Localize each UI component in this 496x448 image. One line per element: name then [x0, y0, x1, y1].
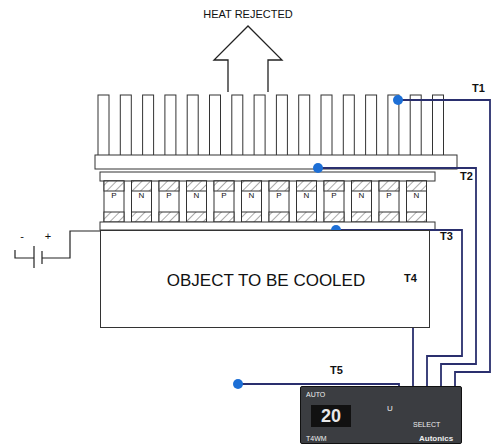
contact-strip	[159, 181, 179, 191]
fin	[343, 95, 354, 156]
pellet	[214, 181, 234, 222]
contact-strip	[324, 212, 344, 222]
fin	[299, 95, 310, 156]
pellet	[379, 181, 399, 222]
contact-strip	[214, 181, 234, 191]
heat-sink-base	[95, 155, 457, 169]
contact-strip	[324, 181, 344, 191]
pellet-letter: N	[249, 192, 255, 200]
contact-strip	[242, 212, 262, 222]
pellet-letter: N	[359, 192, 365, 200]
callout-label: T2	[460, 171, 473, 182]
contact-strip	[269, 181, 289, 191]
heat-label: HEAT REJECTED	[203, 9, 292, 20]
pellet-letter: P	[276, 192, 281, 200]
contact-strip	[379, 181, 399, 191]
contact-strip	[187, 181, 207, 191]
contact-strip	[297, 212, 317, 222]
pellet	[159, 181, 179, 222]
node-text: U	[387, 405, 393, 413]
fin	[232, 95, 243, 156]
fin	[98, 95, 109, 156]
fin	[165, 95, 176, 156]
pellet-letter: N	[194, 192, 200, 200]
heat-sink-fins	[98, 95, 444, 156]
pellet-letter: N	[139, 192, 145, 200]
node-text: T4WM	[306, 435, 327, 442]
pellet	[352, 181, 372, 222]
fin	[276, 95, 287, 156]
pellet	[104, 181, 124, 222]
contact-strip	[104, 212, 124, 222]
pellet	[324, 181, 344, 222]
fin	[120, 95, 131, 156]
heat-arrow	[214, 26, 282, 92]
pellet	[187, 181, 207, 222]
contact-strip	[132, 212, 152, 222]
contact-strip	[407, 181, 427, 191]
contact-strip	[352, 181, 372, 191]
callout-label: T1	[472, 83, 485, 94]
callout-label: T5	[330, 365, 343, 376]
node-text: OBJECT TO BE COOLED	[167, 272, 365, 289]
pellet-letter: N	[304, 192, 310, 200]
battery-symbol	[15, 231, 100, 268]
pn-pellets	[104, 181, 427, 222]
contact-strip	[104, 181, 124, 191]
pellet-letter: N	[414, 192, 420, 200]
object-box: OBJECT TO BE COOLED	[100, 230, 430, 328]
contact-strip	[407, 212, 427, 222]
contact-strip	[297, 181, 317, 191]
contact-strip	[352, 212, 372, 222]
pellet	[132, 181, 152, 222]
fin	[210, 95, 221, 156]
fin	[366, 95, 377, 156]
contact-strip	[269, 212, 289, 222]
node-text: Autonics	[419, 435, 453, 443]
pellet	[242, 181, 262, 222]
node-text: 20	[311, 405, 351, 427]
pellet	[297, 181, 317, 222]
fin	[254, 95, 265, 156]
pellet	[407, 181, 427, 222]
top-plate	[100, 172, 435, 181]
fin	[143, 95, 154, 156]
pellet-letter: P	[221, 192, 226, 200]
controller-box: AUTO 20 U SELECT T4WM Autonics	[300, 386, 462, 444]
node-text: AUTO	[306, 391, 325, 398]
bottom-plate	[100, 222, 435, 230]
pellet-letter: P	[386, 192, 391, 200]
pellet-letter: P	[331, 192, 336, 200]
pellet	[269, 181, 289, 222]
callout-label: +	[45, 231, 51, 242]
contact-strip	[187, 212, 207, 222]
callout-label: T3	[440, 231, 453, 242]
fin	[410, 95, 421, 156]
pellet-letter: P	[166, 192, 171, 200]
node-text: SELECT	[413, 421, 440, 428]
fin	[321, 95, 332, 156]
contact-strip	[132, 181, 152, 191]
pellet-letter: P	[111, 192, 116, 200]
contact-strip	[242, 181, 262, 191]
fin	[187, 95, 198, 156]
contact-strip	[159, 212, 179, 222]
contact-strip	[379, 212, 399, 222]
fin	[433, 95, 444, 156]
callout-label: T4	[404, 273, 417, 284]
callout-label: -	[20, 231, 24, 242]
contact-strip	[214, 212, 234, 222]
